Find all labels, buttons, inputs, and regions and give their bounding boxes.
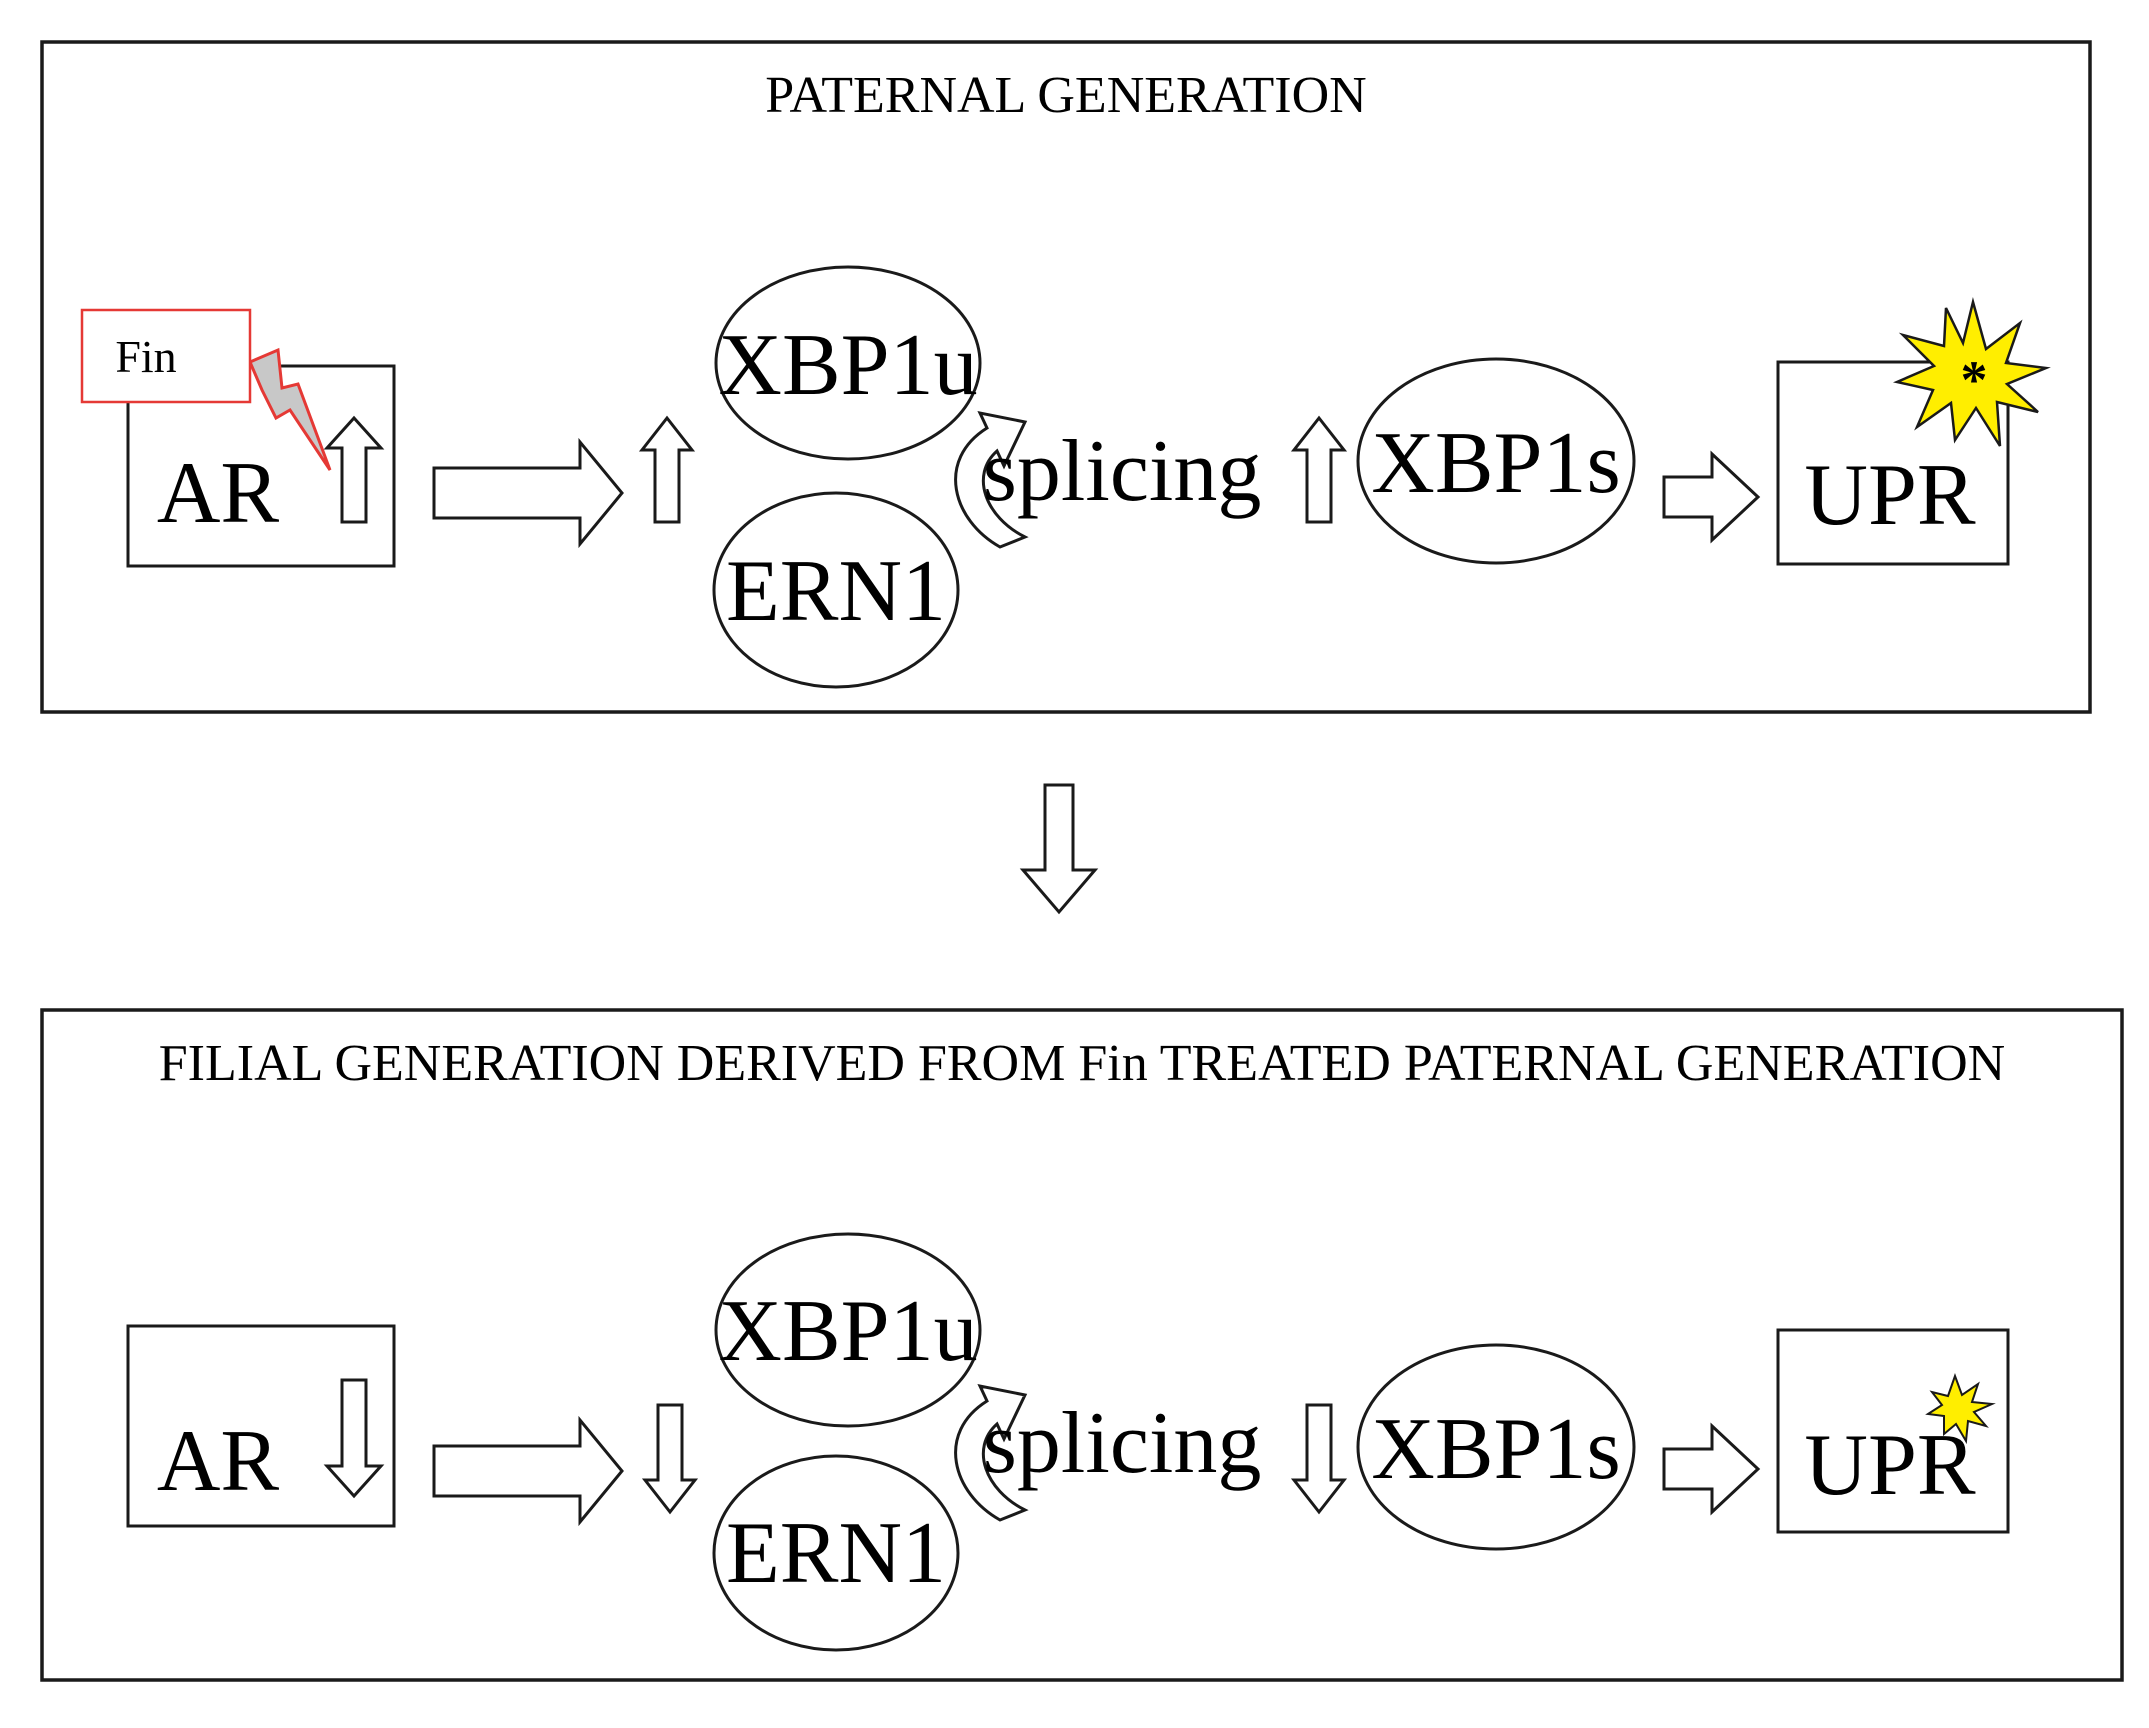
paternal-xbp1s-ellipse (1356, 357, 1636, 565)
filial-down-arrow-xbp1u (641, 1403, 699, 1515)
filial-ar-label: AR (157, 1413, 280, 1510)
filial-xbp1s-ellipse (1356, 1343, 1636, 1551)
paternal-panel: PATERNAL GENERATION AR Fin XBP1u ERN1 sp… (40, 40, 2092, 714)
filial-frame (40, 1008, 2124, 1682)
paternal-frame (40, 40, 2092, 714)
paternal-splicing-label: splicing (983, 423, 1262, 520)
filial-panel: FILIAL GENERATION DERIVED FROM Fin TREAT… (40, 1008, 2124, 1682)
filial-upr-box (1776, 1328, 2010, 1534)
filial-upr-burst-icon (1925, 1373, 1996, 1445)
filial-xbp1u-label: XBP1u (718, 1283, 977, 1380)
filial-splicing-label: splicing (983, 1395, 1262, 1492)
paternal-ern1-ellipse (712, 491, 960, 689)
paternal-up-arrow-xbp1s (1290, 415, 1348, 524)
paternal-xbp1u-label: XBP1u (718, 317, 977, 414)
filial-big-right-arrow (432, 1415, 624, 1527)
paternal-ar-up-arrow (323, 415, 385, 524)
paternal-xbp1s-label: XBP1s (1371, 415, 1620, 512)
paternal-upr-burst-icon (1892, 297, 2051, 447)
generation-transition-down-arrow (1019, 783, 1099, 915)
paternal-ar-label: AR (157, 445, 280, 542)
paternal-title: PATERNAL GENERATION (765, 67, 1366, 124)
filial-title: FILIAL GENERATION DERIVED FROM Fin TREAT… (159, 1035, 2005, 1092)
paternal-curved-splicing-arrow (954, 410, 1029, 549)
paternal-xbp1u-ellipse (714, 265, 982, 461)
filial-xbp1u-ellipse (714, 1232, 982, 1428)
paternal-fin-box (80, 308, 252, 404)
filial-ern1-label: ERN1 (726, 1505, 946, 1602)
paternal-upr-label: UPR (1804, 447, 1975, 544)
filial-xbp1s-label: XBP1s (1371, 1401, 1620, 1498)
filial-ar-down-arrow (323, 1378, 385, 1499)
filial-curved-splicing-arrow (954, 1383, 1029, 1522)
paternal-fin-label: Fin (115, 331, 176, 382)
paternal-ern1-label: ERN1 (726, 543, 946, 640)
paternal-lightning-bolt-icon (248, 347, 332, 471)
filial-upr-label: UPR (1804, 1417, 1975, 1514)
paternal-big-right-arrow (432, 437, 624, 549)
filial-right-arrow-upr (1662, 1422, 1761, 1516)
filial-down-arrow-xbp1s (1290, 1403, 1348, 1515)
paternal-burst-asterisk: * (1961, 350, 1988, 410)
paternal-up-arrow-xbp1u (638, 415, 696, 524)
filial-ern1-ellipse (712, 1454, 960, 1652)
paternal-right-arrow-upr (1662, 450, 1761, 544)
